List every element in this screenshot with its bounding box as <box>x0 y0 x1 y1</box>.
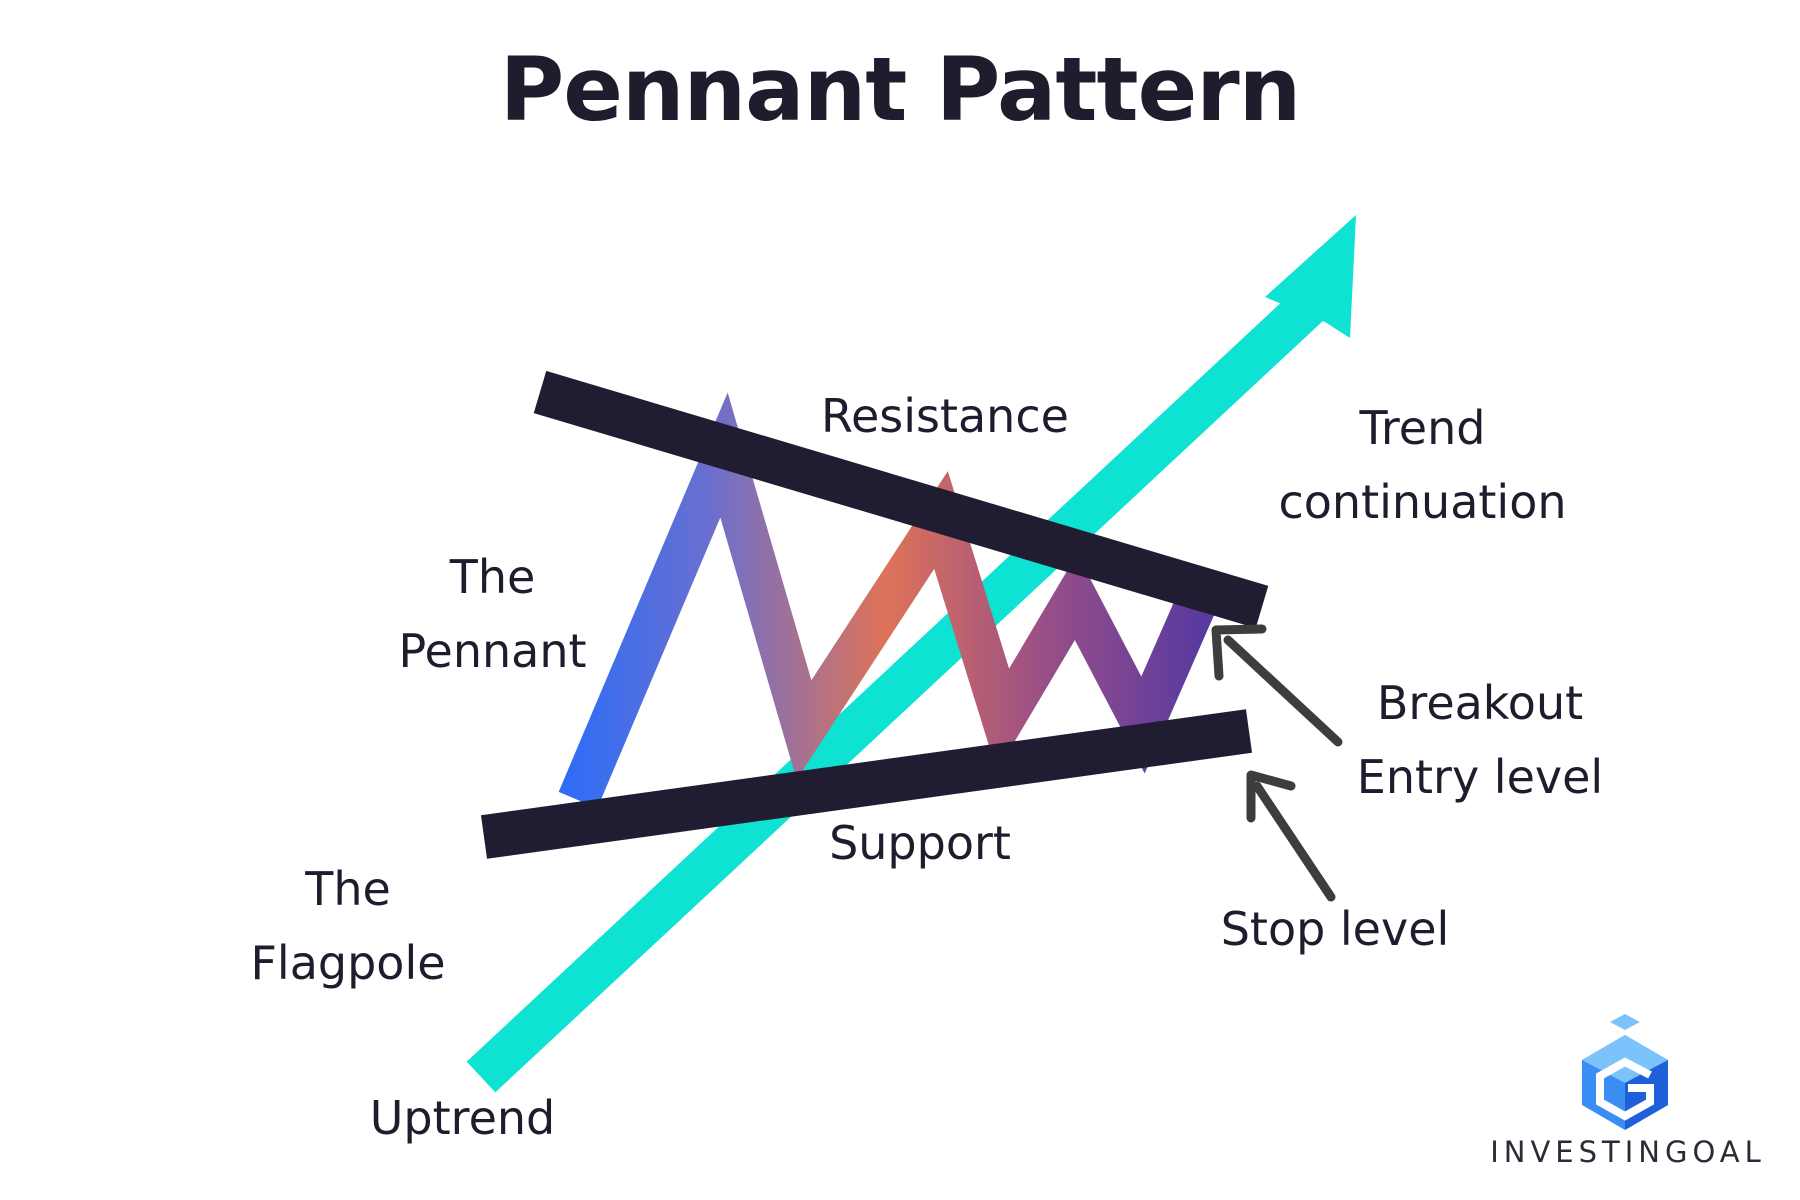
pennant-zigzag <box>558 392 1230 809</box>
breakout-text-line2: Entry level <box>1356 750 1604 804</box>
trend-continuation-arrowhead <box>1265 215 1356 338</box>
resistance-text: Resistance <box>821 389 1069 443</box>
stop-level-pointer-arrow <box>1246 770 1336 902</box>
flagpole-shaft <box>466 279 1335 1093</box>
the-pennant-label: The Pennant <box>370 540 615 688</box>
trend-text-line2: continuation <box>1278 475 1567 529</box>
support-line <box>480 709 1253 859</box>
flagpole-text-line2: Flagpole <box>250 936 446 990</box>
flagpole-text-line1: The <box>305 862 391 916</box>
investingoal-logo-icon <box>1582 1014 1668 1130</box>
support-text: Support <box>829 816 1011 870</box>
page-title: Pennant Pattern <box>499 38 1302 141</box>
stop-level-text: Stop level <box>1220 902 1450 956</box>
breakout-text-line1: Breakout <box>1376 676 1584 730</box>
stop-level-label: Stop level <box>1200 892 1470 966</box>
pennant-text-line2: Pennant <box>398 624 587 678</box>
uptrend-text: Uptrend <box>369 1091 556 1145</box>
trend-continuation-label: Trend continuation <box>1250 391 1595 539</box>
support-label: Support <box>800 806 1040 880</box>
trend-text-line1: Trend <box>1359 401 1486 455</box>
the-flagpole-label: The Flagpole <box>228 852 468 1000</box>
brand-name: INVESTINGOAL <box>1490 1135 1766 1169</box>
uptrend-label: Uptrend <box>340 1081 585 1155</box>
pennant-text-line1: The <box>449 550 536 604</box>
resistance-line <box>533 370 1269 629</box>
breakout-pointer-arrow <box>1211 624 1343 747</box>
breakout-entry-label: Breakout Entry level <box>1330 666 1630 814</box>
resistance-label: Resistance <box>800 379 1090 453</box>
